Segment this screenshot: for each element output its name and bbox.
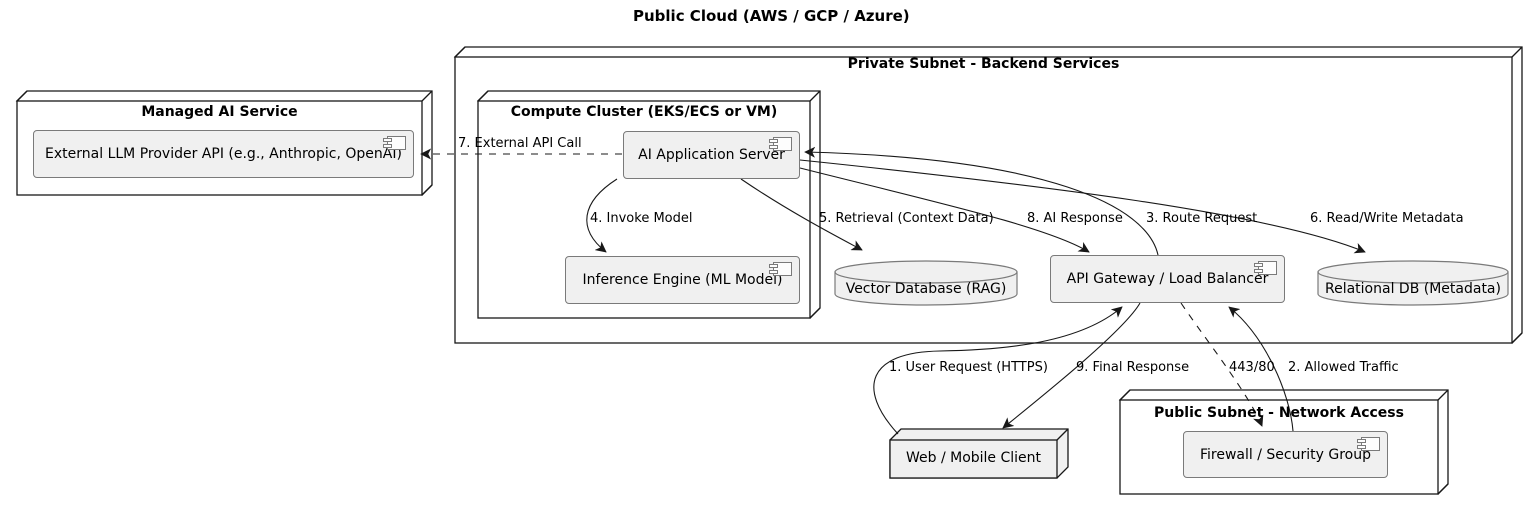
vector-db-label: Vector Database (RAG): [845, 281, 1007, 297]
component-api-gateway-label: API Gateway / Load Balancer: [1066, 271, 1269, 287]
edge-invoke-model: [586, 178, 618, 253]
diagram-title: Public Cloud (AWS / GCP / Azure): [633, 7, 910, 25]
edge-label-route-request: 3. Route Request: [1146, 211, 1258, 226]
component-external-llm-label: External LLM Provider API (e.g., Anthrop…: [45, 146, 402, 162]
relational-db-cylinder: [1317, 260, 1509, 306]
private-subnet-title: Private Subnet - Backend Services: [847, 56, 1120, 72]
component-icon: [769, 262, 792, 276]
edge-label-user-request: 1. User Request (HTTPS): [889, 360, 1048, 375]
component-inference-engine: Inference Engine (ML Model): [565, 256, 800, 304]
web-client-label: Web / Mobile Client: [905, 450, 1042, 466]
edge-user-request: [873, 306, 1123, 435]
edge-route-request: [804, 146, 1159, 256]
component-firewall-label: Firewall / Security Group: [1200, 446, 1371, 463]
component-icon: [383, 136, 406, 150]
component-firewall: Firewall / Security Group: [1183, 431, 1388, 478]
edge-label-retrieval: 5. Retrieval (Context Data): [819, 211, 994, 226]
vector-db-cylinder: [834, 260, 1018, 306]
edge-final-response: [1002, 302, 1141, 429]
public-subnet-title: Public Subnet - Network Access: [1154, 405, 1404, 421]
edge-label-allowed-traffic: 2. Allowed Traffic: [1288, 360, 1399, 375]
component-icon: [1357, 437, 1380, 451]
edge-label-ai-response: 8. AI Response: [1027, 211, 1123, 226]
edge-allowed-traffic: [1228, 306, 1294, 432]
component-external-llm: External LLM Provider API (e.g., Anthrop…: [33, 130, 414, 178]
edge-label-external-api-call: 7. External API Call: [458, 136, 582, 151]
edge-ai-response: [799, 167, 1090, 253]
component-icon: [769, 137, 792, 151]
managed-ai-title: Managed AI Service: [141, 104, 298, 120]
edge-label-port: 443/80: [1229, 360, 1275, 375]
relational-db-label: Relational DB (Metadata): [1325, 281, 1501, 297]
edge-label-final-response: 9. Final Response: [1076, 360, 1190, 375]
component-inference-engine-label: Inference Engine (ML Model): [582, 272, 783, 288]
edge-read-write-metadata: [799, 159, 1366, 254]
component-api-gateway: API Gateway / Load Balancer: [1050, 255, 1285, 303]
edge-label-invoke-model: 4. Invoke Model: [590, 211, 693, 226]
component-icon: [1254, 261, 1277, 275]
component-ai-app-server: AI Application Server: [623, 131, 800, 179]
compute-cluster-title: Compute Cluster (EKS/ECS or VM): [510, 104, 778, 120]
edge-port-443-80: [1180, 302, 1264, 427]
web-client-node: [889, 428, 1069, 479]
edge-label-read-write-metadata: 6. Read/Write Metadata: [1310, 211, 1464, 226]
component-ai-app-server-label: AI Application Server: [638, 147, 785, 163]
edge-retrieval: [740, 178, 863, 251]
